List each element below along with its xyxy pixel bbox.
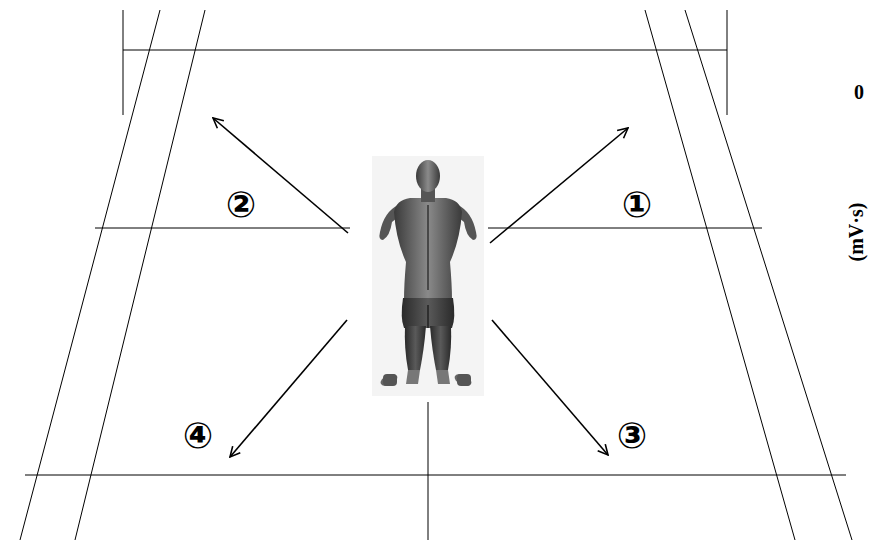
axis-unit: (mV·s) bbox=[846, 203, 866, 262]
player-figure bbox=[372, 156, 484, 396]
direction-arrows bbox=[213, 118, 628, 457]
callout-number: ② bbox=[226, 187, 256, 223]
callout-number: ③ bbox=[617, 418, 647, 454]
callout-number: ① bbox=[622, 187, 652, 223]
callout-number: ④ bbox=[183, 418, 213, 454]
court-lines bbox=[20, 10, 852, 540]
axis-tick: 0 bbox=[854, 82, 864, 102]
